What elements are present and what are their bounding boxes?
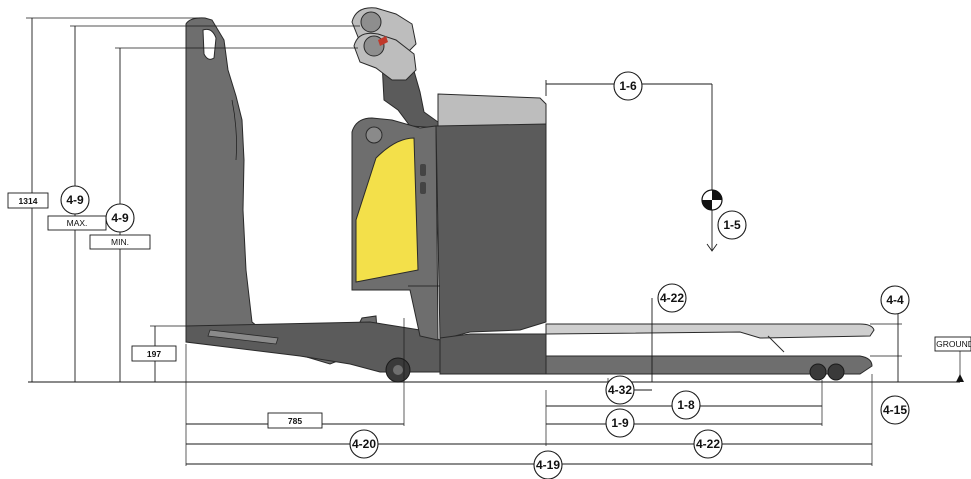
drive-wheel-hub bbox=[393, 365, 403, 375]
callout-4-22-top: 4-22 bbox=[657, 283, 687, 313]
callout-1-8: 1-8 bbox=[671, 390, 701, 420]
fork-lower bbox=[545, 355, 873, 375]
label-ground: GROUND bbox=[934, 336, 971, 352]
fork-upper bbox=[545, 323, 875, 339]
motor-housing bbox=[435, 123, 547, 341]
ground-label: GROUND bbox=[936, 339, 971, 349]
callout-4-19-text: 4-19 bbox=[536, 458, 560, 472]
label-step-height: 197 bbox=[131, 345, 177, 362]
label-overall-height: 1314 bbox=[7, 192, 49, 209]
callout-4-22-bottom: 4-22 bbox=[693, 429, 723, 459]
tiller-wheel-icon-upper bbox=[360, 11, 382, 33]
platform-step-plate bbox=[207, 329, 279, 345]
callout-1-9: 1-9 bbox=[605, 408, 635, 438]
callout-4-9-min: 4-9 bbox=[105, 203, 135, 233]
callout-4-9-min-text: 4-9 bbox=[111, 211, 129, 225]
step-height-value: 197 bbox=[147, 349, 161, 359]
callout-1-5-text: 1-5 bbox=[723, 218, 741, 232]
min-label: MIN. bbox=[111, 237, 129, 247]
yellow-side-panel bbox=[355, 137, 419, 283]
callout-4-22-top-text: 4-22 bbox=[660, 291, 684, 305]
callout-4-9-max-text: 4-9 bbox=[66, 193, 84, 207]
overall-height-value: 1314 bbox=[19, 196, 38, 206]
label-min: MIN. bbox=[89, 234, 151, 250]
callout-4-20: 4-20 bbox=[349, 429, 379, 459]
load-wheel-1 bbox=[809, 363, 827, 381]
center-of-gravity-icon bbox=[701, 189, 723, 211]
callout-4-20-text: 4-20 bbox=[352, 437, 376, 451]
callout-1-5: 1-5 bbox=[717, 210, 747, 240]
operator-backrest bbox=[185, 17, 379, 365]
callout-4-4-text: 4-4 bbox=[886, 293, 904, 307]
callout-1-9-text: 1-9 bbox=[611, 416, 629, 430]
label-max: MAX. bbox=[47, 215, 107, 231]
callout-1-6-text: 1-6 bbox=[619, 79, 637, 93]
callout-1-6: 1-6 bbox=[613, 71, 643, 101]
backrest-contour bbox=[231, 99, 237, 161]
callout-4-32: 4-32 bbox=[605, 375, 635, 405]
callout-4-15: 4-15 bbox=[880, 395, 910, 425]
callout-4-22-bottom-text: 4-22 bbox=[696, 437, 720, 451]
knee-pad bbox=[365, 126, 383, 144]
backrest-handle-hole bbox=[202, 28, 217, 60]
panel-slot-lower bbox=[420, 182, 426, 194]
callout-1-8-text: 1-8 bbox=[677, 398, 695, 412]
wheel-offset-value: 785 bbox=[288, 416, 302, 426]
callout-4-15-text: 4-15 bbox=[883, 403, 907, 417]
label-wheel-offset: 785 bbox=[267, 412, 323, 429]
callout-4-4: 4-4 bbox=[880, 285, 910, 315]
battery-cover bbox=[437, 93, 547, 129]
callout-4-32-text: 4-32 bbox=[608, 383, 632, 397]
callout-4-19: 4-19 bbox=[533, 450, 563, 479]
callout-4-9-max: 4-9 bbox=[60, 185, 90, 215]
chassis bbox=[439, 333, 547, 375]
truck-illustration bbox=[28, 7, 960, 383]
fork-lift-linkage bbox=[767, 335, 785, 353]
tiller-red-button bbox=[378, 36, 388, 46]
max-label: MAX. bbox=[67, 218, 88, 228]
panel-slot-upper bbox=[420, 164, 426, 176]
load-wheel-2 bbox=[827, 363, 845, 381]
ground-marker-icon bbox=[956, 374, 964, 382]
